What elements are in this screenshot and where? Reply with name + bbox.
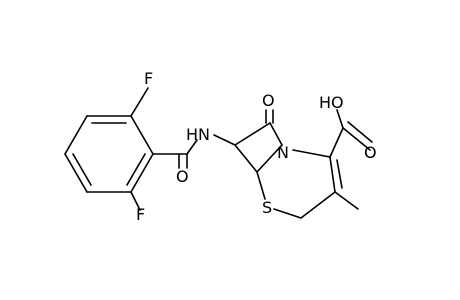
bond-lactam-bottom [256, 144, 283, 173]
bond-c6-s [256, 171, 266, 200]
bond-lactam-right [269, 122, 283, 146]
bond-ring-4 [64, 153, 88, 193]
bond-lactam-top [234, 122, 271, 146]
ring-sulfur-label: S [262, 198, 272, 217]
bond-amide-cn [186, 139, 198, 155]
bond-c3-c4 [329, 156, 336, 193]
fluorine-top-label: F [144, 69, 153, 88]
bond-ring-1 [130, 115, 154, 155]
bond-s-c2 [273, 208, 302, 219]
amide-nh-label: HN [186, 125, 210, 144]
acid-carbonyl-oxygen-label: O [364, 143, 377, 162]
ring-nitrogen-label: N [277, 143, 289, 162]
bond-methyl [334, 191, 359, 210]
fluorine-bottom-label: F [136, 205, 145, 224]
bond-c3-c4-double [336, 159, 343, 189]
bond-n-c7 [213, 134, 236, 146]
bond-ring-6 [130, 153, 154, 193]
bond-ring-3 [64, 115, 88, 155]
bond-c2-c3 [300, 191, 336, 219]
bond-c-f-top [130, 87, 149, 117]
bond-ring-inner-b [72, 153, 92, 186]
bond-c4-n [292, 149, 331, 158]
bond-cooh-co-2 [347, 121, 373, 143]
bond-cooh-co-1 [342, 127, 371, 151]
acid-hydroxyl-label: HO [319, 93, 344, 112]
bond-c4-cooh [329, 127, 344, 158]
bond-cooh-oh [336, 109, 344, 129]
amide-oxygen-label: O [176, 167, 189, 186]
bond-ring-inner-c [126, 153, 146, 186]
lactam-oxygen-label: O [262, 91, 275, 110]
bond-c-f-bottom [130, 191, 141, 211]
bond-lactam-left [234, 144, 258, 173]
